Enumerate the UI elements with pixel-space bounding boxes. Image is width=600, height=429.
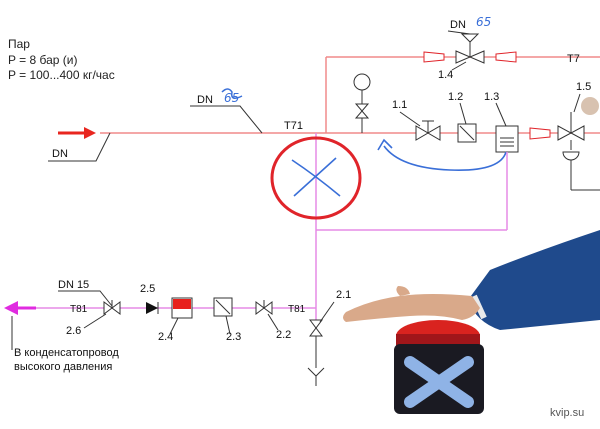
strainer-1-2-label: 1.2 <box>448 91 463 103</box>
reducer-top-left <box>423 51 445 63</box>
valve-2-1-label: 2.1 <box>336 289 351 301</box>
x-cross-icon-stroke2 <box>293 157 337 197</box>
condensate-line: DN 15 T81 2.6 2.5 2.4 2.3 2.2 T81 <box>4 279 351 386</box>
stop-button[interactable] <box>394 320 484 414</box>
strainer-1-2-diag <box>459 125 475 141</box>
t71-label: T71 <box>284 120 303 132</box>
red-circle-annotation <box>270 136 362 220</box>
valve-1-5-left <box>557 125 573 141</box>
valve-2-6-left <box>103 301 113 315</box>
valve-1-4-left <box>455 50 472 64</box>
valve-1-5-right <box>569 125 585 141</box>
strainer-2-3-diag <box>215 299 231 315</box>
valve-2-2-label: 2.2 <box>276 329 291 341</box>
hand-illustration <box>343 230 600 330</box>
upper-branch: DN 65 1.4 T7 <box>325 15 600 133</box>
strainer-2-3-leader <box>225 315 231 335</box>
separator-1-3-label: 1.3 <box>484 91 499 103</box>
separator-1-3-leader <box>495 102 507 127</box>
valve-1-4-leader <box>451 61 467 71</box>
valve-1-5-leader <box>573 93 581 113</box>
error-annotation <box>270 136 362 220</box>
valve-2-1-leader <box>319 301 335 323</box>
drain-funnel-icon <box>307 367 325 377</box>
dn-main-leader <box>190 105 263 134</box>
dn-top-label: DN <box>450 19 466 31</box>
blue-bypass-arrowhead-icon <box>377 138 393 151</box>
steam-trap-2-4-label: 2.4 <box>158 331 173 343</box>
dn-top-hand-note: 65 <box>476 15 491 29</box>
valve-1-1-right <box>427 125 441 141</box>
stop-button-icon <box>404 356 474 408</box>
valve-1-4-label: 1.4 <box>438 69 453 81</box>
condensate-dest-line2: высокого давления <box>14 361 112 373</box>
legend-title: Пар <box>8 37 30 51</box>
steam-trap-2-4-fill <box>173 299 191 309</box>
dn-lower-leader <box>58 290 113 307</box>
steam-trap-2-4-leader <box>169 317 179 335</box>
valve-1-4-right <box>468 50 485 64</box>
separator-1-3-icon <box>495 125 519 153</box>
valve-2-2-leader <box>267 313 279 331</box>
check-valve-2-5-icon <box>146 302 158 314</box>
fingertip-partial <box>581 97 599 115</box>
dn-top-leader <box>447 30 471 35</box>
dn-main-label: DN <box>197 94 213 106</box>
inlet-arrow-icon <box>84 127 96 139</box>
condensate-drop <box>315 133 508 328</box>
valve-2-6-right <box>111 301 121 315</box>
valve-1-5-actuator <box>562 151 580 161</box>
hand-thumb <box>396 286 410 296</box>
t81-right-label: T81 <box>288 304 306 315</box>
gauge-valve-bottom <box>354 110 370 119</box>
dn-inlet-leader <box>48 132 111 162</box>
dn-lower-label: DN 15 <box>58 279 89 291</box>
t81-left-label: T81 <box>70 304 88 315</box>
check-valve-2-5-label: 2.5 <box>140 283 155 295</box>
valve-1-4-actuator <box>460 33 480 43</box>
legend: Пар P = 8 бар (и) P = 100...400 кг/час <box>8 37 115 82</box>
valve-2-1-bottom <box>309 327 323 337</box>
hand-palm <box>343 294 480 322</box>
strainer-1-2-leader <box>459 102 467 125</box>
valve-2-6-label: 2.6 <box>66 325 81 337</box>
condensate-dest-line1: В конденсатопровод <box>14 347 119 359</box>
dn-main-hand-scribble <box>221 88 243 99</box>
legend-pressure: P = 8 бар (и) <box>8 53 77 67</box>
dn-main-hand-note: 65 <box>224 91 239 105</box>
legend-flow: P = 100...400 кг/час <box>8 68 115 82</box>
main-line-components: 1.1 1.2 1.3 1.5 <box>353 73 600 191</box>
pressure-gauge-icon <box>353 73 371 91</box>
t7-label: T7 <box>567 53 580 65</box>
blue-bypass-arrow <box>383 145 507 171</box>
valve-2-6-leader <box>83 313 107 329</box>
valve-2-2-right <box>263 301 273 315</box>
valve-1-5-label: 1.5 <box>576 81 591 93</box>
valve-2-2-left <box>255 301 265 315</box>
valve-1-1-left <box>415 125 429 141</box>
reducer-top-right <box>495 51 517 63</box>
outlet-arrow-icon <box>4 301 18 315</box>
valve-1-1-leader <box>399 111 421 127</box>
reducer-main <box>529 127 551 140</box>
strainer-2-3-label: 2.3 <box>226 331 241 343</box>
dn-inlet-label: DN <box>52 148 68 160</box>
valve-1-1-label: 1.1 <box>392 99 407 111</box>
watermark: kvip.su <box>550 407 584 419</box>
gauge-valve-top <box>354 103 370 112</box>
suit-sleeve <box>468 230 600 330</box>
valve-2-1-top <box>309 319 323 329</box>
